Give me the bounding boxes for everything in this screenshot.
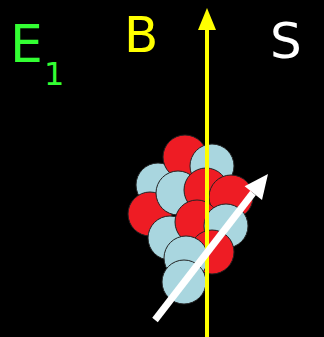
field-label: B [124,10,158,60]
field-arrowhead [198,8,216,30]
spin-arrow-line [155,193,253,320]
energy-label: E [10,18,43,70]
spin-arrowhead [245,174,268,200]
spin-label: S [270,16,302,66]
energy-subscript: 1 [44,58,64,90]
field-arrow-line [205,26,209,337]
